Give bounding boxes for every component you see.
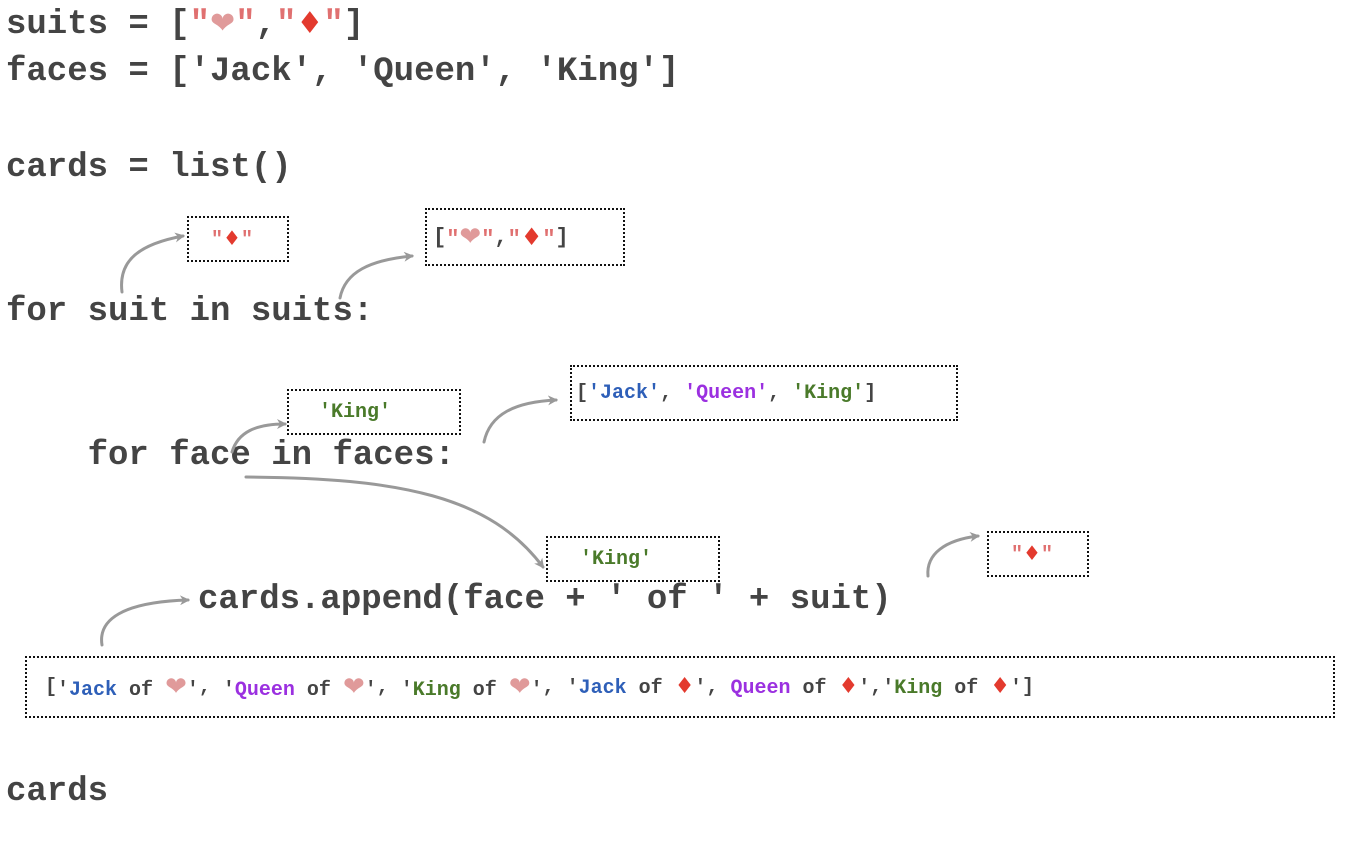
face-value-box: 'King' [287,389,461,435]
heart-icon: ❤ [210,6,236,41]
arrow-suit-to-value [120,232,185,294]
faces-list-box: ['Jack', 'Queen', 'King'] [570,365,958,421]
arrow-face-to-append [244,475,545,569]
code-line-for-suit: for suit in suits: [6,293,374,331]
diamond-icon: ♦ [223,226,241,250]
diamond-icon: ♦ [990,674,1011,699]
code-line-append: cards.append(face + ' of ' + suit) [198,581,892,619]
result-item: 'Jack of ♦' [566,674,707,700]
code-line-cards-init: cards = list() [6,149,292,187]
heart-icon: ❤ [459,222,482,252]
result-item: 'King of ♦' [882,674,1023,700]
arrow-face-to-value [230,419,287,454]
suit-value-box: "♦" [187,216,289,262]
arrow-suits-to-list [338,251,414,300]
suits-heart-literal: "❤" [189,6,256,44]
result-item: 'Queen of ❤' [222,672,377,702]
diamond-icon: ♦ [520,222,543,251]
arrow-suit-to-append [926,532,980,578]
code-line-cards: cards [6,773,109,811]
faces-list-item: 'Queen' [684,381,769,405]
faces-list-item: 'Jack' [588,381,661,405]
diamond-icon: ♦ [674,674,695,699]
diamond-icon: ♦ [838,674,859,699]
result-item: 'Jack of ❤' [57,672,199,702]
diamond-icon: ♦ [296,6,324,41]
arrow-cards-to-append [100,595,190,647]
append-suit-box: "♦" [987,531,1089,577]
append-face-box: 'King' [546,536,720,582]
suits-list-box: ["❤","♦"] [425,208,625,266]
heart-icon: ❤ [165,672,187,702]
faces-list-item: 'King' [792,381,865,405]
cards-result-box: [ 'Jack of ❤', 'Queen of ❤', 'King of ❤'… [25,656,1335,718]
code-line-faces: faces = ['Jack', 'Queen', 'King'] [6,53,680,91]
suits-prefix: suits = [ [6,6,190,44]
code-line-for-face: for face in faces: [6,437,455,475]
heart-icon: ❤ [342,672,365,702]
arrow-faces-to-list [482,395,558,444]
code-line-suits: suits = ["❤","♦"] [6,6,365,44]
result-item: 'King of ❤' [400,672,543,702]
heart-icon: ❤ [508,672,531,702]
diamond-icon: ♦ [1023,541,1041,565]
result-item: Queen of ♦' [730,674,871,700]
suits-diamond-literal: "♦" [276,6,344,44]
